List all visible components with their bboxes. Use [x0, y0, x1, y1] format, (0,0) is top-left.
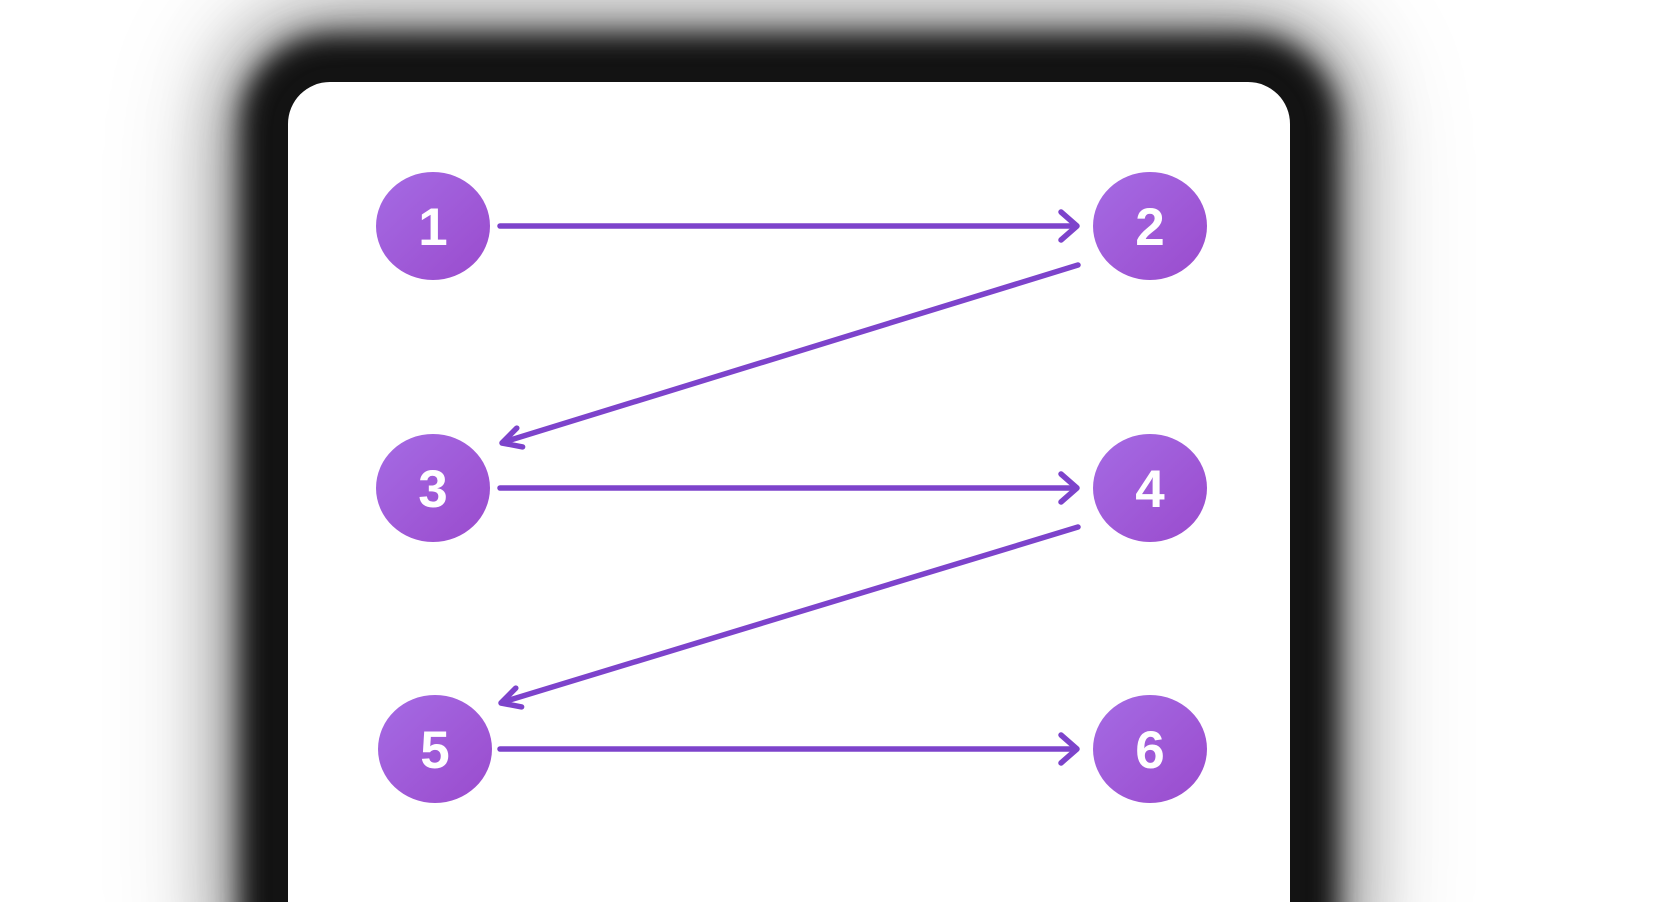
node-circle-4 [1093, 434, 1207, 542]
arrowhead-3-to-4 [1058, 471, 1080, 505]
edge-arrow-4-to-5 [500, 524, 1081, 705]
node-label-3: 3 [418, 460, 447, 519]
arrowhead-2-to-3 [499, 425, 526, 450]
edge-arrow-2-to-3 [501, 262, 1081, 445]
node-label-4: 4 [1135, 460, 1165, 519]
node-circle-1 [376, 172, 490, 280]
node-label-2: 2 [1135, 198, 1164, 257]
card: 1 2 3 4 5 6 [288, 82, 1290, 902]
arrowhead-4-to-5 [498, 685, 525, 710]
node-circle-5 [378, 695, 492, 803]
node-circle-3 [376, 434, 490, 542]
flow-diagram-svg: 1 2 3 4 5 6 [376, 172, 1207, 803]
node-label-5: 5 [420, 721, 449, 780]
node-circle-2 [1093, 172, 1207, 280]
node-circle-6 [1093, 695, 1207, 803]
arrowhead-5-to-6 [1058, 732, 1080, 766]
node-label-1: 1 [418, 198, 447, 257]
arrowhead-1-to-2 [1058, 209, 1080, 243]
node-label-6: 6 [1135, 721, 1164, 780]
